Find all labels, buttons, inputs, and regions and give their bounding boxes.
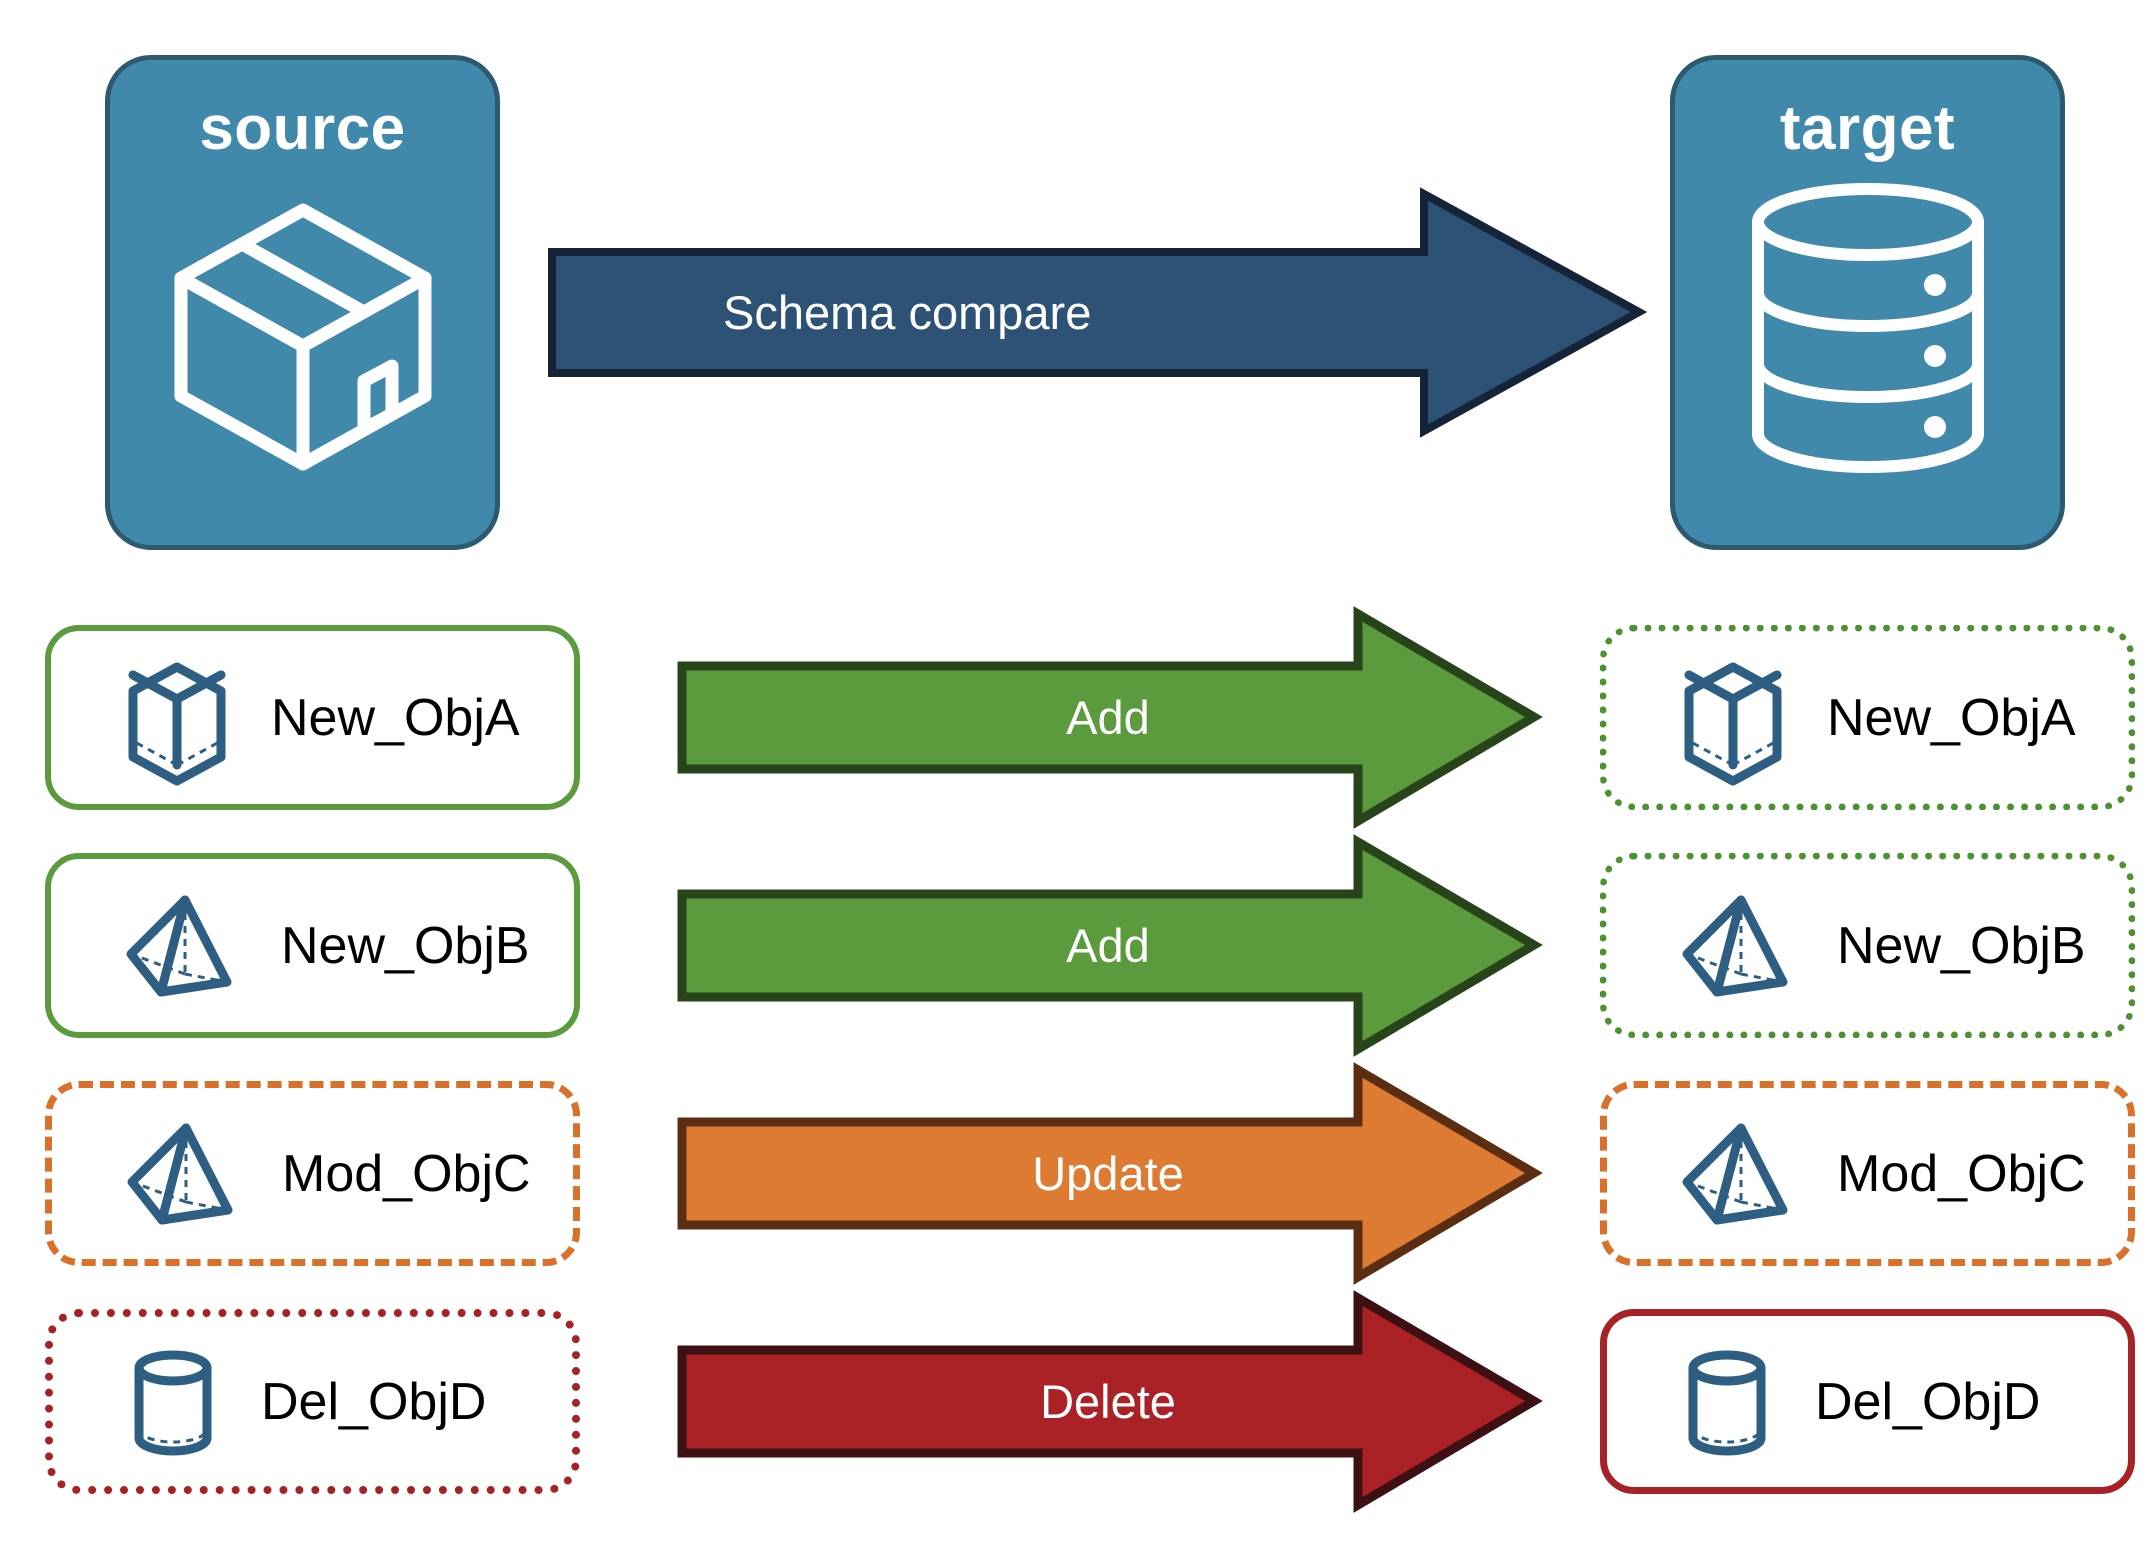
source-object-card-1[interactable]: New_ObjB [45, 853, 580, 1038]
target-object-card-1[interactable]: New_ObjB [1600, 853, 2135, 1038]
target-object-label-2: Mod_ObjC [1837, 1144, 2086, 1203]
target-object-card-3[interactable]: Del_ObjD [1600, 1309, 2135, 1494]
source-object-label-1: New_ObjB [281, 916, 530, 975]
package-box-icon [153, 178, 453, 478]
target-object-label-1: New_ObjB [1837, 916, 2086, 975]
wireframe-cube-icon [1679, 659, 1787, 785]
source-object-label-0: New_ObjA [271, 688, 520, 747]
source-title: source [199, 94, 406, 163]
wireframe-pyramid-icon [1679, 890, 1797, 1002]
target-object-card-2[interactable]: Mod_ObjC [1600, 1081, 2135, 1266]
target-title: target [1779, 94, 1956, 163]
schema-compare-arrow[interactable]: Schema compare [548, 187, 1648, 438]
target-object-card-0[interactable]: New_ObjA [1600, 625, 2135, 810]
wireframe-pyramid-icon [1679, 1118, 1797, 1230]
wireframe-pyramid-icon [124, 1118, 242, 1230]
action-arrow-add-0[interactable]: Add [677, 606, 1543, 829]
source-object-label-2: Mod_ObjC [282, 1144, 531, 1203]
source-object-card-2[interactable]: Mod_ObjC [45, 1081, 580, 1266]
action-arrow-add-1[interactable]: Add [677, 834, 1543, 1057]
source-object-card-3[interactable]: Del_ObjD [45, 1309, 580, 1494]
source-object-card-0[interactable]: New_ObjA [45, 625, 580, 810]
wireframe-cylinder-icon [1679, 1343, 1775, 1461]
action-arrow-delete-3[interactable]: Delete [677, 1290, 1543, 1513]
wireframe-cube-icon [123, 659, 231, 785]
database-cylinder-icon [1733, 178, 2003, 478]
target-object-label-0: New_ObjA [1827, 688, 2076, 747]
source-endpoint-card[interactable]: source [105, 55, 500, 550]
target-object-label-3: Del_ObjD [1815, 1372, 2041, 1431]
wireframe-cylinder-icon [125, 1343, 221, 1461]
target-endpoint-card[interactable]: target [1670, 55, 2065, 550]
action-arrow-update-2[interactable]: Update [677, 1062, 1543, 1285]
source-object-label-3: Del_ObjD [261, 1372, 487, 1431]
wireframe-pyramid-icon [123, 890, 241, 1002]
